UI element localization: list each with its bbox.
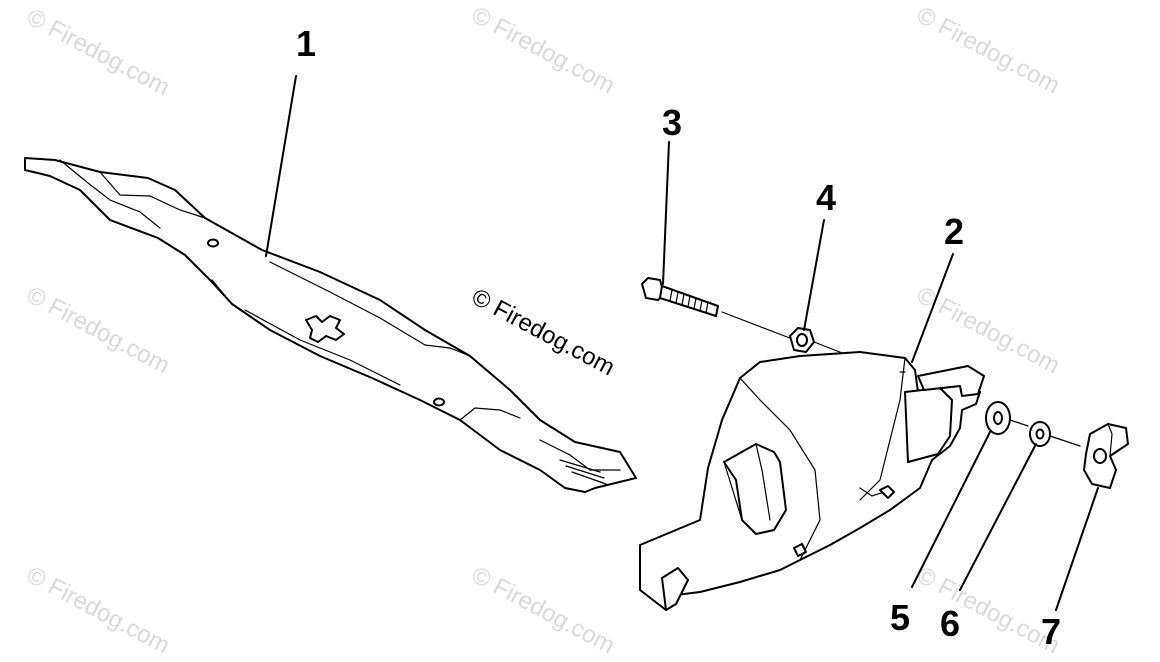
watermark-text: © Firedog.com <box>912 281 1064 379</box>
watermark-text: © Firedog.com <box>467 561 619 659</box>
callout-2: 2 <box>944 211 964 252</box>
washer-icon <box>985 401 1029 435</box>
watermark-text: © Firedog.com <box>22 561 174 659</box>
deflector-icon <box>639 351 985 611</box>
callout-5: 5 <box>890 597 910 638</box>
callout-1: 1 <box>296 23 316 64</box>
bolt-icon <box>641 277 796 341</box>
watermark-text: © Firedog.com <box>467 1 619 99</box>
lock-washer-icon <box>1029 421 1081 447</box>
callout-4: 4 <box>816 177 836 218</box>
mower-blade-icon <box>24 157 637 493</box>
center-watermark: © Firedog.com <box>467 283 619 381</box>
wing-nut-icon <box>1083 423 1129 489</box>
watermark-text: © Firedog.com <box>22 3 174 101</box>
leader-lines <box>265 75 1099 611</box>
watermark-text: © Firedog.com <box>22 281 174 379</box>
watermark-text: © Firedog.com <box>912 1 1064 99</box>
callout-7: 7 <box>1041 611 1061 652</box>
callout-3: 3 <box>662 102 682 143</box>
callout-6: 6 <box>940 603 960 644</box>
nut-icon <box>789 327 851 357</box>
